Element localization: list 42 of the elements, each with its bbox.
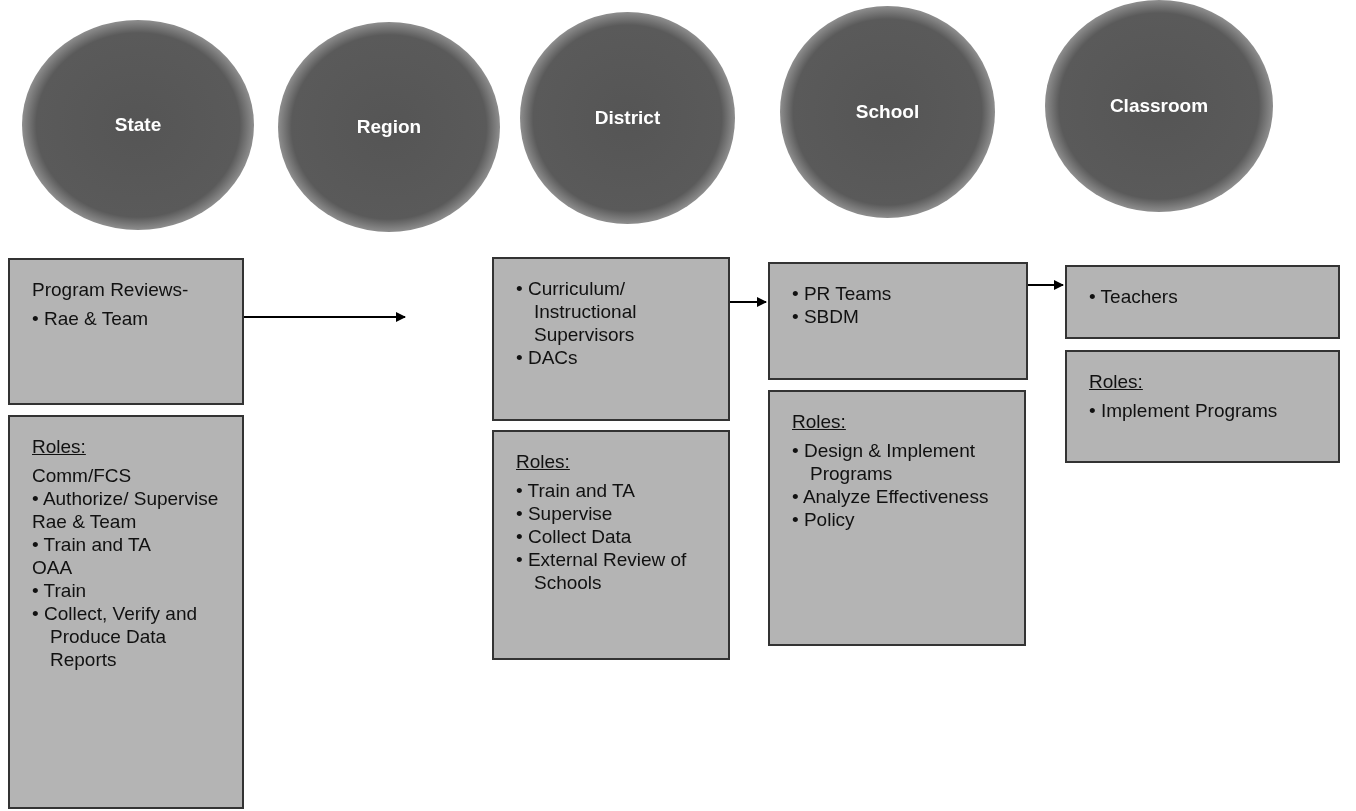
roles-heading: Roles: bbox=[516, 451, 570, 472]
roles-box bbox=[768, 390, 1026, 646]
level-label: School bbox=[855, 101, 920, 123]
box-text: • Teachers bbox=[1089, 286, 1178, 307]
box-text: Comm/FCS bbox=[32, 465, 132, 486]
members-box bbox=[8, 258, 244, 405]
roles-box bbox=[492, 430, 730, 660]
box-text: • Train bbox=[32, 580, 87, 601]
level-label: Classroom bbox=[1109, 95, 1209, 117]
roles-heading: Roles: bbox=[32, 436, 86, 457]
box-text: • Train and TA bbox=[516, 480, 635, 501]
box-text: • Implement Programs bbox=[1089, 400, 1278, 421]
box-text: • External Review of Schools bbox=[516, 549, 687, 593]
box-text: • Authorize/ Supervise bbox=[32, 488, 219, 509]
box-text: • SBDM bbox=[792, 306, 859, 327]
box-text: • Design & Implement Programs bbox=[792, 440, 975, 484]
arrow bbox=[1027, 280, 1064, 290]
level-label: State bbox=[114, 114, 162, 136]
box-text: • PR Teams bbox=[792, 283, 892, 304]
box-text: OAA bbox=[32, 557, 73, 578]
box-text: • Rae & Team bbox=[32, 308, 149, 329]
roles-heading: Roles: bbox=[1089, 371, 1143, 392]
box-text: • Collect Data bbox=[516, 526, 632, 547]
box-text: • Analyze Effectiveness bbox=[792, 486, 989, 507]
arrow bbox=[243, 312, 406, 322]
roles-box bbox=[8, 415, 244, 809]
members-box bbox=[768, 262, 1028, 380]
members-box bbox=[1065, 265, 1340, 339]
box-text: • Policy bbox=[792, 509, 855, 530]
box-text: • DACs bbox=[516, 347, 578, 368]
box-text: Program Reviews- bbox=[32, 279, 189, 300]
box-text: • Supervise bbox=[516, 503, 613, 524]
box-text: • Collect, Verify and Produce Data Reports bbox=[32, 603, 198, 670]
members-box bbox=[492, 257, 730, 421]
box-text: • Train and TA bbox=[32, 534, 151, 555]
box-text: Rae & Team bbox=[32, 511, 137, 532]
level-label: District bbox=[594, 107, 661, 129]
box-text: • Curriculum/ Instructional Supervisors bbox=[516, 278, 637, 345]
level-label: Region bbox=[356, 116, 422, 138]
arrow bbox=[729, 297, 767, 307]
roles-box bbox=[1065, 350, 1340, 463]
roles-heading: Roles: bbox=[792, 411, 846, 432]
